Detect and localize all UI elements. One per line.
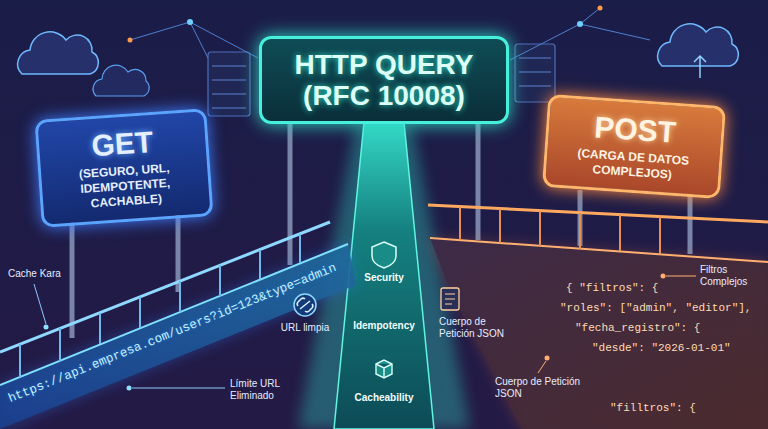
network-dot bbox=[598, 6, 603, 11]
leader-dot bbox=[44, 325, 49, 330]
sign-title: GET bbox=[50, 122, 194, 165]
code-line: "desde": "2026-01-01" bbox=[592, 342, 731, 355]
leader-line bbox=[538, 361, 546, 373]
cloud-icon bbox=[18, 32, 99, 74]
feature-label: Idempotency bbox=[344, 320, 424, 332]
feature-label: Cacheability bbox=[344, 392, 424, 404]
get-bridge-deck bbox=[0, 244, 356, 429]
callout-label: Cache Kara bbox=[8, 268, 61, 280]
document-icon bbox=[441, 288, 459, 310]
network-line bbox=[510, 8, 650, 60]
cube-icon bbox=[376, 360, 392, 378]
document-icon-lines bbox=[445, 294, 455, 304]
network-dot bbox=[128, 38, 133, 43]
sign-title: POST bbox=[560, 107, 710, 150]
leader-dot bbox=[661, 274, 666, 279]
bridge-rail bbox=[428, 205, 768, 222]
bridge-edge bbox=[430, 238, 768, 262]
bridge-edge bbox=[0, 244, 348, 385]
query-sign: HTTP QUERY (RFC 10008) bbox=[259, 36, 509, 125]
bridge-posts bbox=[460, 207, 660, 254]
get-sign: GET(SEGURO, URL, IDEMPOTENTE, CACHABLE) bbox=[34, 108, 213, 228]
network-dot bbox=[187, 19, 193, 25]
leader-line bbox=[132, 388, 225, 389]
server-slots bbox=[212, 66, 246, 108]
leader-dot bbox=[545, 356, 550, 361]
upload-arrow-icon bbox=[694, 56, 706, 78]
sign-title: HTTP QUERY (RFC 10008) bbox=[276, 49, 492, 112]
leader-line bbox=[666, 276, 696, 277]
feature-label: Security bbox=[344, 272, 424, 284]
code-line: "roles": ["admin", "editor"], bbox=[560, 302, 751, 315]
callout-label: Cuerpo de Petición JSON bbox=[439, 316, 519, 340]
post-bridge-deck bbox=[430, 238, 768, 429]
code-line: "fecha_registro": { bbox=[575, 322, 700, 335]
bridge-glow bbox=[430, 238, 768, 429]
link-icon-chain bbox=[297, 298, 313, 312]
callout-label: URL limpia bbox=[276, 322, 334, 334]
callout-label: Filtros Complejos bbox=[700, 264, 762, 288]
server-slots bbox=[519, 58, 551, 86]
server-rack bbox=[208, 52, 250, 116]
leader-dot bbox=[127, 386, 132, 391]
network-dot bbox=[577, 21, 583, 27]
server-rack bbox=[515, 44, 555, 102]
code-line: "filltros": { bbox=[610, 402, 696, 415]
shield-icon bbox=[372, 242, 396, 268]
network-line bbox=[130, 22, 258, 58]
sign-subtitle: (SEGURO, URL, IDEMPOTENTE, CACHABLE) bbox=[53, 159, 198, 214]
bridge-glow bbox=[0, 244, 356, 429]
code-line: { "filtros": { bbox=[566, 282, 658, 295]
callout-label: Límite URL Eliminado bbox=[230, 378, 310, 402]
sign-subtitle: (CARGA DE DATOS COMPLEJOS) bbox=[558, 144, 708, 184]
cloud-icon bbox=[93, 65, 149, 96]
cloud-icon bbox=[658, 24, 739, 66]
link-icon bbox=[294, 294, 316, 316]
leader-line bbox=[34, 284, 46, 324]
sign-pole bbox=[580, 190, 690, 254]
post-sign: POST(CARGA DE DATOS COMPLEJOS) bbox=[542, 93, 726, 198]
callout-label: Cuerpo de Petición JSON bbox=[495, 376, 587, 400]
